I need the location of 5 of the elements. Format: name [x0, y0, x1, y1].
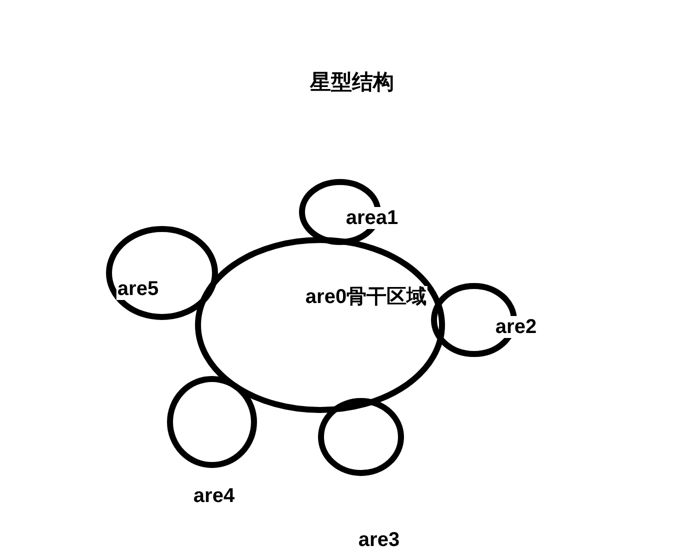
diagram-title: 星型结构	[310, 70, 394, 96]
area-label: area1	[344, 207, 400, 229]
area-label: are2	[494, 316, 538, 338]
area-label: are5	[116, 278, 160, 300]
area-label: are0骨干区域	[304, 286, 428, 308]
